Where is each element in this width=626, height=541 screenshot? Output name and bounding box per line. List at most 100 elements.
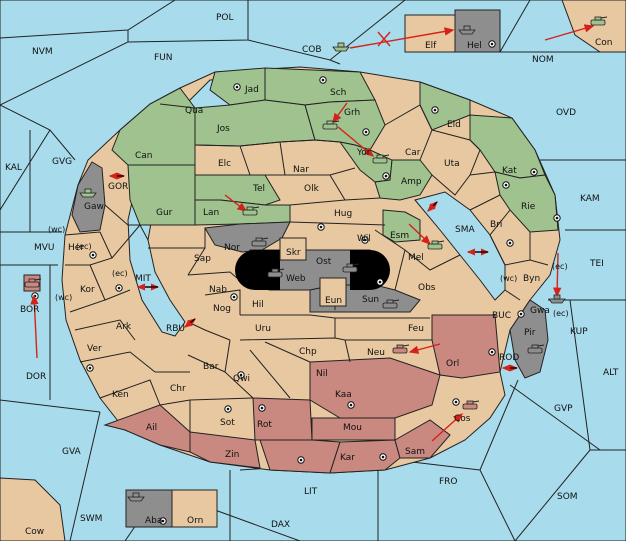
land-label-uru: Uru: [255, 324, 271, 334]
sea-label-kup: KUP: [570, 327, 588, 337]
land-label-neu: Neu: [367, 348, 385, 358]
coast-label-her-ec: (ec): [76, 242, 92, 251]
central-tiles: [279, 237, 347, 307]
land-label-olk: Olk: [304, 184, 320, 194]
land-label-qwi: Qwi: [233, 374, 250, 384]
land-label-zin: Zin: [225, 450, 239, 460]
land-label-obs: Obs: [418, 283, 436, 293]
land-label-byn: Byn: [523, 274, 540, 284]
land-label-orn: Orn: [187, 516, 203, 526]
land-label-orl: Orl: [446, 359, 459, 369]
sea-label-kal: KAL: [5, 163, 22, 173]
land-label-sam: Sam: [405, 447, 425, 457]
sea-label-nom: NOM: [532, 55, 554, 65]
land-label-mou: Mou: [343, 423, 362, 433]
land-label-sot: Sot: [220, 418, 235, 428]
sea-label-cob: COB: [302, 45, 322, 55]
land-label-kat: Kat: [502, 166, 517, 176]
land-label-sun: Sun: [362, 295, 379, 305]
army-icon-yor[interactable]: [372, 154, 390, 164]
land-label-skr: Skr: [286, 248, 301, 258]
land-label-mel: Mel: [408, 253, 424, 263]
land-label-chr: Chr: [170, 384, 186, 394]
land-label-her: Her: [68, 243, 84, 253]
land-label-kar: Kar: [340, 453, 355, 463]
red-territories: [103, 314, 501, 474]
land-label-tel: Tel: [252, 184, 265, 194]
land-label-nab: Nab: [209, 285, 227, 295]
sea-label-fun: FUN: [154, 53, 173, 63]
land-label-ken: Ken: [112, 390, 129, 400]
sea-label-dax: DAX: [271, 520, 290, 530]
land-label-lan: Lan: [203, 208, 219, 218]
fleet-icon-hel[interactable]: [458, 25, 476, 35]
coast-label-her-wc: (wc): [48, 225, 65, 234]
fleet-icon-cob[interactable]: [332, 42, 350, 52]
land-label-cow: Cow: [25, 527, 44, 537]
fleet-icon-aba[interactable]: [127, 492, 145, 502]
land-label-eun: Eun: [325, 296, 342, 306]
supply-centers: [31, 40, 561, 525]
land-label-car: Car: [405, 148, 421, 158]
land-label-feu: Feu: [408, 324, 424, 334]
land-label-elf: Elf: [425, 41, 437, 51]
land-label-gwa: Gwa: [530, 306, 550, 316]
land-label-can: Can: [135, 151, 153, 161]
army-icon-lan[interactable]: [242, 206, 260, 216]
land-label-pir: Pir: [524, 328, 536, 338]
land-label-ark: Ark: [116, 322, 132, 332]
land-label-bri: Bri: [490, 220, 502, 230]
land-label-sap: Sap: [194, 254, 211, 264]
army-icon-bor[interactable]: [24, 278, 42, 288]
sea-label-buc: BUC: [492, 311, 511, 321]
land-label-rot: Rot: [257, 420, 272, 430]
land-label-sch: Sch: [330, 88, 346, 98]
fleet-icon-gaw[interactable]: [79, 188, 97, 198]
army-icon-sun[interactable]: [382, 299, 400, 309]
land-label-jos: Jos: [216, 124, 230, 134]
land-label-kor: Kor: [80, 285, 95, 295]
green-territories: [111, 67, 559, 243]
army-icon-ost[interactable]: [342, 263, 360, 273]
army-icon-nor[interactable]: [251, 237, 269, 247]
coast-labels: (wc) (ec) (ec) (wc) (ec) (wc) (ec): [48, 225, 569, 318]
sea-label-kam: KAM: [580, 194, 600, 204]
army-icon-pir[interactable]: [527, 344, 545, 354]
sea-label-ovd: OVD: [556, 108, 576, 118]
army-icon-con[interactable]: [590, 16, 608, 26]
sea-label-gva: GVA: [62, 447, 82, 457]
land-label-grh: Grh: [344, 108, 360, 118]
land-label-amp: Amp: [401, 177, 422, 187]
army-icon-web[interactable]: [267, 268, 285, 278]
land-label-web: Web: [286, 274, 306, 284]
region-skr: [279, 237, 307, 261]
land-label-esm: Esm: [390, 231, 409, 241]
army-icon-mel[interactable]: [427, 240, 445, 250]
land-label-bar: Bar: [203, 362, 219, 372]
fleet-icon-gwa[interactable]: [548, 294, 566, 304]
land-label-chp: Chp: [299, 347, 317, 357]
cut-mark-b: [377, 31, 391, 47]
sea-label-tei: TEI: [589, 259, 604, 269]
land-label-hug: Hug: [334, 209, 352, 219]
sea-label-som: SOM: [557, 492, 578, 502]
army-icon-grh[interactable]: [322, 120, 340, 130]
sea-label-gvg: GVG: [52, 157, 72, 167]
land-labels: Jad Sch Qua Grh Jos Eld Can Yor Car Elc …: [20, 38, 613, 537]
army-icon-neu[interactable]: [392, 344, 410, 354]
land-label-nor: Nor: [224, 243, 240, 253]
land-label-hil: Hil: [252, 300, 264, 310]
land-label-wil: Wil: [357, 234, 371, 244]
sea-label-gvp: GVP: [554, 404, 573, 414]
units-layer: [24, 16, 608, 502]
region-cow: [0, 477, 66, 541]
land-label-cos: Cos: [454, 414, 471, 424]
sea-label-rbu: RBU: [166, 324, 185, 334]
land-label-nog: Nog: [213, 304, 231, 314]
sea-label-pol: POL: [216, 13, 234, 23]
sea-label-mit: MIT: [135, 274, 151, 284]
land-label-con: Con: [595, 38, 613, 48]
land-label-ver: Ver: [87, 344, 102, 354]
region-eun: [319, 277, 347, 307]
army-icon-cos[interactable]: [462, 400, 480, 410]
